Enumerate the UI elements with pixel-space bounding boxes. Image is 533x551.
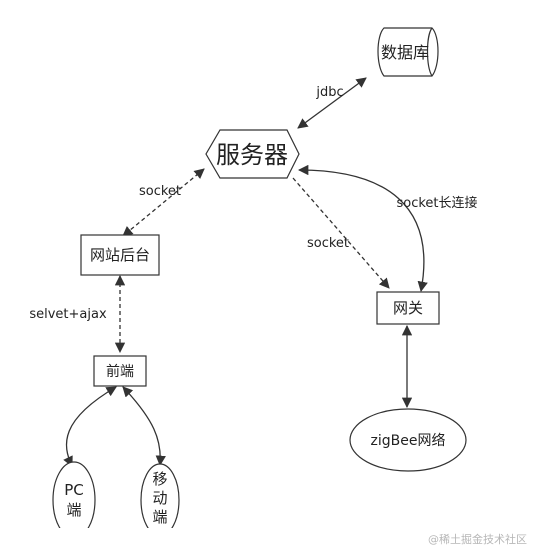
gateway-node: 网关 (376, 291, 440, 325)
edge-frontend-pc (63, 386, 117, 467)
pc-node: PC 端 (52, 461, 96, 539)
edge-server-backend (122, 168, 205, 237)
label-selvet-ajax: selvet+ajax (29, 307, 107, 322)
edge-server-gateway (292, 177, 390, 289)
bottom-crop (0, 528, 533, 551)
mobile-label-line2: 动 (152, 489, 167, 507)
edge-server-database (297, 77, 367, 129)
frontend-node: 前端 (93, 355, 147, 387)
backend-label: 网站后台 (90, 246, 150, 264)
watermark: @稀土掘金技术社区 (428, 533, 527, 546)
server-label: 服务器 (216, 141, 288, 169)
pc-label-line1: PC (64, 481, 84, 499)
edges (63, 77, 428, 467)
mobile-label-line3: 端 (152, 508, 167, 526)
pc-label-line2: 端 (66, 501, 81, 519)
zigbee-label: zigBee网络 (371, 433, 446, 449)
frontend-label: 前端 (106, 363, 134, 380)
database-node: 数据库 (377, 27, 439, 77)
database-label: 数据库 (381, 43, 429, 62)
edge-frontend-mobile (122, 386, 166, 467)
label-socket-long: socket长连接 (396, 195, 477, 211)
mobile-label-line1: 移 (152, 470, 167, 488)
backend-node: 网站后台 (80, 234, 160, 276)
label-jdbc: jdbc (315, 85, 343, 100)
zigbee-node: zigBee网络 (349, 408, 467, 472)
edge-server-gateway-long (297, 164, 428, 293)
server-node: 服务器 (205, 129, 300, 179)
label-socket-left: socket (139, 184, 181, 199)
mobile-node: 移 动 端 (140, 463, 180, 537)
label-socket-right: socket (307, 236, 349, 251)
gateway-label: 网关 (393, 299, 423, 317)
